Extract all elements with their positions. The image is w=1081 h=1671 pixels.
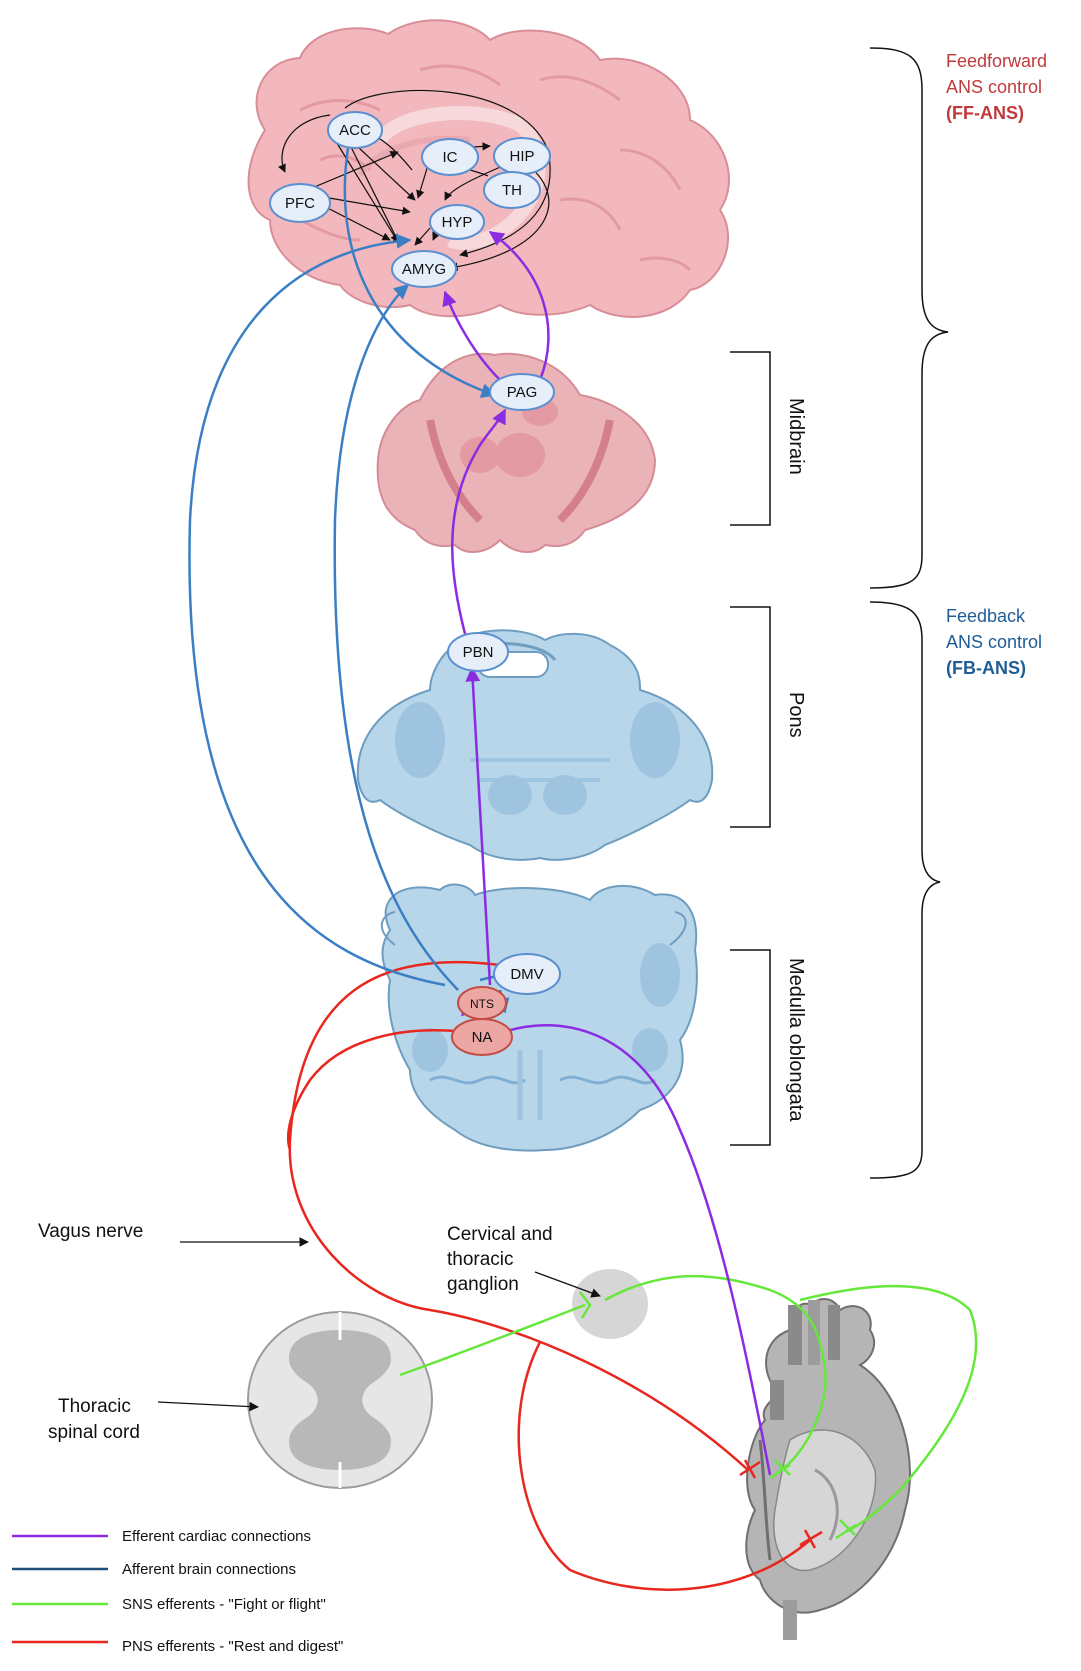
svg-text:PFC: PFC	[285, 195, 315, 212]
ganglion-label: Cervical and thoracic ganglion	[447, 1224, 553, 1295]
pons-illustration	[356, 629, 714, 861]
svg-text:NA: NA	[472, 1029, 493, 1046]
node-dmv: DMV	[493, 953, 561, 995]
svg-text:NTS: NTS	[470, 997, 494, 1011]
svg-text:Cervical and: Cervical and	[447, 1224, 553, 1245]
brain-illustration	[247, 19, 730, 318]
spinal-pointer-arrow	[157, 1401, 259, 1412]
node-amyg: AMYG	[391, 250, 457, 288]
pns-efferent-pathways	[286, 960, 823, 1591]
node-ic: IC	[421, 138, 479, 176]
heart-illustration	[745, 1298, 911, 1640]
ff-ans-brace	[869, 47, 949, 589]
svg-text:TH: TH	[502, 182, 522, 199]
pons-bracket	[730, 606, 771, 828]
legend-item-pns: PNS efferents - "Rest and digest"	[12, 1638, 343, 1655]
node-na: NA	[451, 1018, 513, 1056]
node-th: TH	[483, 171, 541, 209]
ganglion-illustration	[572, 1269, 648, 1339]
midbrain-bracket	[730, 351, 771, 526]
svg-text:ACC: ACC	[339, 122, 371, 139]
svg-text:(FB-ANS): (FB-ANS)	[946, 658, 1026, 678]
svg-text:ANS control: ANS control	[946, 632, 1042, 652]
pons-label: Pons	[785, 692, 807, 738]
afferent-brain-pathways	[188, 147, 542, 1014]
svg-text:(FF-ANS): (FF-ANS)	[946, 103, 1024, 123]
medulla-label: Medulla oblongata	[785, 958, 807, 1122]
svg-text:PBN: PBN	[463, 644, 494, 661]
svg-text:HYP: HYP	[442, 214, 473, 231]
svg-text:IC: IC	[443, 149, 458, 166]
node-pfc: PFC	[269, 183, 331, 223]
node-nts: NTS	[457, 986, 507, 1020]
legend-item-sns: SNS efferents - "Fight or flight"	[12, 1596, 326, 1613]
medulla-bracket	[730, 949, 771, 1146]
legend: Efferent cardiac connections Afferent br…	[12, 1528, 343, 1655]
legend-item-efferent: Efferent cardiac connections	[12, 1528, 311, 1545]
vagus-nerve-label: Vagus nerve	[38, 1221, 143, 1242]
ff-ans-label: Feedforward ANS control (FF-ANS)	[946, 51, 1047, 123]
node-acc: ACC	[327, 111, 383, 149]
ganglion-pointer-arrow	[534, 1271, 601, 1298]
svg-text:thoracic: thoracic	[447, 1249, 514, 1270]
svg-text:Afferent brain connections: Afferent brain connections	[122, 1561, 296, 1578]
spinal-cord-label: Thoracic spinal cord	[48, 1396, 140, 1443]
spinal-cord-illustration	[247, 1311, 433, 1489]
svg-text:PNS efferents - "Rest and dige: PNS efferents - "Rest and digest"	[122, 1638, 343, 1655]
svg-text:Feedforward: Feedforward	[946, 51, 1047, 71]
fb-ans-brace	[869, 601, 941, 1179]
svg-text:SNS efferents - "Fight or flig: SNS efferents - "Fight or flight"	[122, 1596, 326, 1613]
svg-text:Thoracic: Thoracic	[58, 1396, 131, 1417]
node-hip: HIP	[493, 137, 551, 175]
svg-text:HIP: HIP	[509, 148, 534, 165]
medulla-illustration	[380, 883, 698, 1152]
svg-text:spinal cord: spinal cord	[48, 1422, 140, 1443]
fb-ans-label: Feedback ANS control (FB-ANS)	[946, 606, 1042, 678]
svg-text:Feedback: Feedback	[946, 606, 1026, 626]
svg-text:ganglion: ganglion	[447, 1274, 519, 1295]
svg-text:ANS control: ANS control	[946, 77, 1042, 97]
midbrain-label: Midbrain	[785, 398, 807, 475]
node-hyp: HYP	[429, 204, 485, 240]
legend-item-afferent: Afferent brain connections	[12, 1561, 296, 1578]
svg-text:Efferent cardiac connections: Efferent cardiac connections	[122, 1528, 311, 1545]
sns-efferent-pathways	[399, 1274, 978, 1540]
svg-text:AMYG: AMYG	[402, 261, 446, 278]
node-pbn: PBN	[447, 632, 509, 672]
svg-text:DMV: DMV	[510, 966, 543, 983]
node-pag: PAG	[489, 373, 555, 411]
svg-text:PAG: PAG	[507, 384, 538, 401]
